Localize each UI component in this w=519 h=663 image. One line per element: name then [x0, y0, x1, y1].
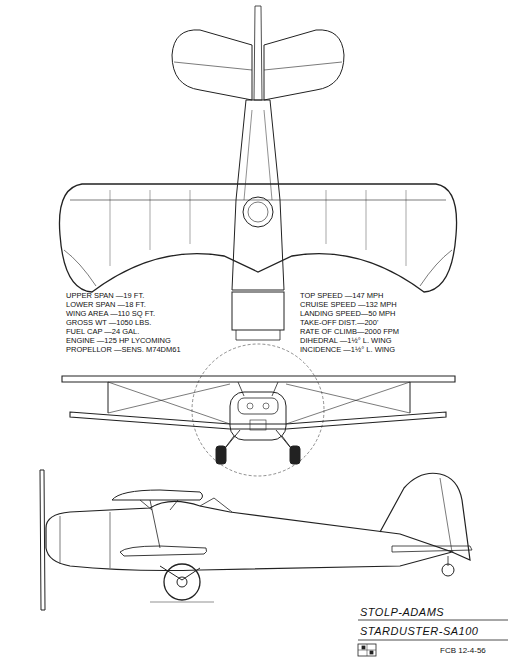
spec-line: CRUISE SPEED —132 MPH	[300, 301, 397, 309]
spec-line: FUEL CAP —24 GAL.	[66, 328, 139, 336]
spec-line: TAKE-OFF DIST.—200'	[300, 319, 378, 327]
spec-line: TOP SPEED —147 MPH	[300, 292, 384, 300]
spec-line: WING AREA —110 SQ FT.	[66, 310, 155, 318]
plan-view	[59, 6, 456, 340]
spec-line: LANDING SPEED—50 MPH	[300, 310, 395, 318]
spec-line: RATE OF CLIMB—2000 FPM	[300, 328, 399, 336]
spec-line: INCIDENCE —1½° L. WING	[300, 346, 395, 354]
spec-line: ENGINE —125 HP LYCOMING	[66, 337, 171, 345]
spec-line: DIHEDRAL —1½° L. WING	[300, 337, 392, 345]
side-view	[40, 470, 472, 610]
title-text: STOLP-ADAMS	[360, 607, 444, 618]
spec-line: LOWER SPAN —18 FT.	[66, 301, 146, 309]
spec-line: UPPER SPAN —19 FT.	[66, 292, 144, 300]
spec-line: PROPELLOR —SENS. M74DM61	[66, 346, 181, 354]
title-text: STARDUSTER-SA100	[360, 626, 478, 637]
title-block	[358, 620, 508, 656]
spec-line: GROSS WT —1050 LBS.	[66, 319, 151, 327]
title-text: FCB 12-4-56	[440, 647, 486, 655]
front-view	[62, 344, 455, 476]
